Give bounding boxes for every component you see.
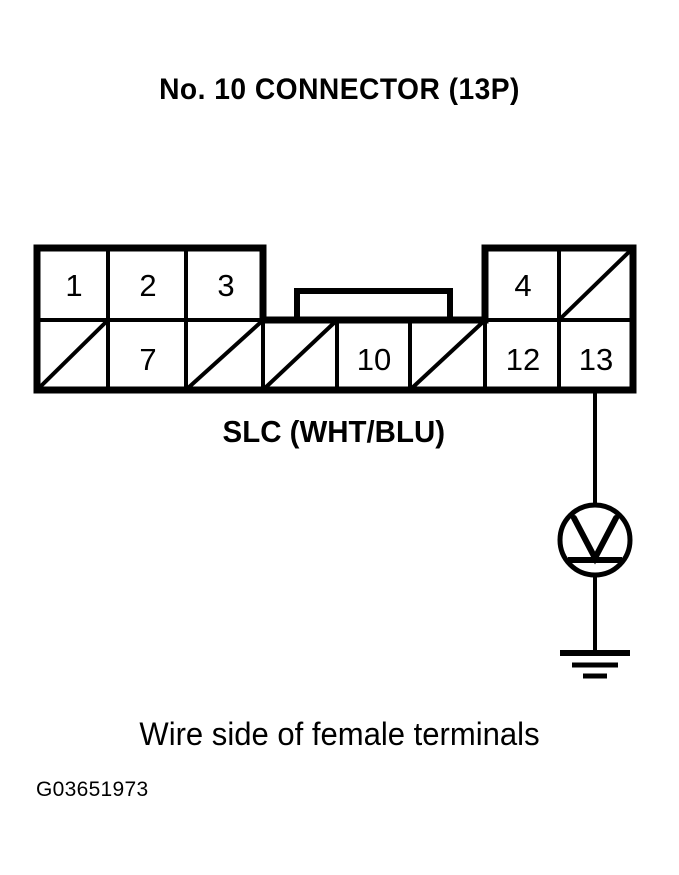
pin-label-bottom-7: 7: [139, 342, 156, 377]
ground-icon: [560, 650, 630, 679]
diagonal-slash-icon: [263, 320, 337, 390]
pin-label-top-1: 1: [65, 268, 82, 303]
top-row-separators: [106, 248, 561, 320]
diagonal-slash-icon: [559, 248, 633, 320]
pin-numbers: 1 2 3 4 7 10 12 13: [65, 268, 613, 377]
wire-label: SLC (WHT/BLU): [222, 414, 446, 449]
page-title: No. 10 CONNECTOR (13P): [159, 73, 520, 106]
pin-label-top-2: 2: [139, 268, 156, 303]
figure-id-label: G03651973: [36, 778, 149, 801]
view-caption: Wire side of female terminals: [139, 716, 540, 752]
diagonal-slash-icon: [186, 320, 263, 390]
pin-label-bottom-13: 13: [579, 342, 613, 377]
connector-outline: [33, 244, 637, 394]
voltmeter-circle: [557, 502, 633, 578]
pin-label-bottom-12: 12: [506, 342, 540, 377]
keying-notch: [294, 288, 453, 323]
voltmeter-icon: [557, 502, 633, 578]
diagonal-slash-icon: [37, 320, 108, 390]
pin-label-top-3: 3: [217, 268, 234, 303]
pin-label-top-4: 4: [514, 268, 531, 303]
bottom-row-separators: [106, 320, 561, 390]
diagonal-slash-icon: [410, 320, 485, 390]
unused-cavity-slashes: [37, 248, 633, 390]
pin-label-bottom-10: 10: [357, 342, 391, 377]
